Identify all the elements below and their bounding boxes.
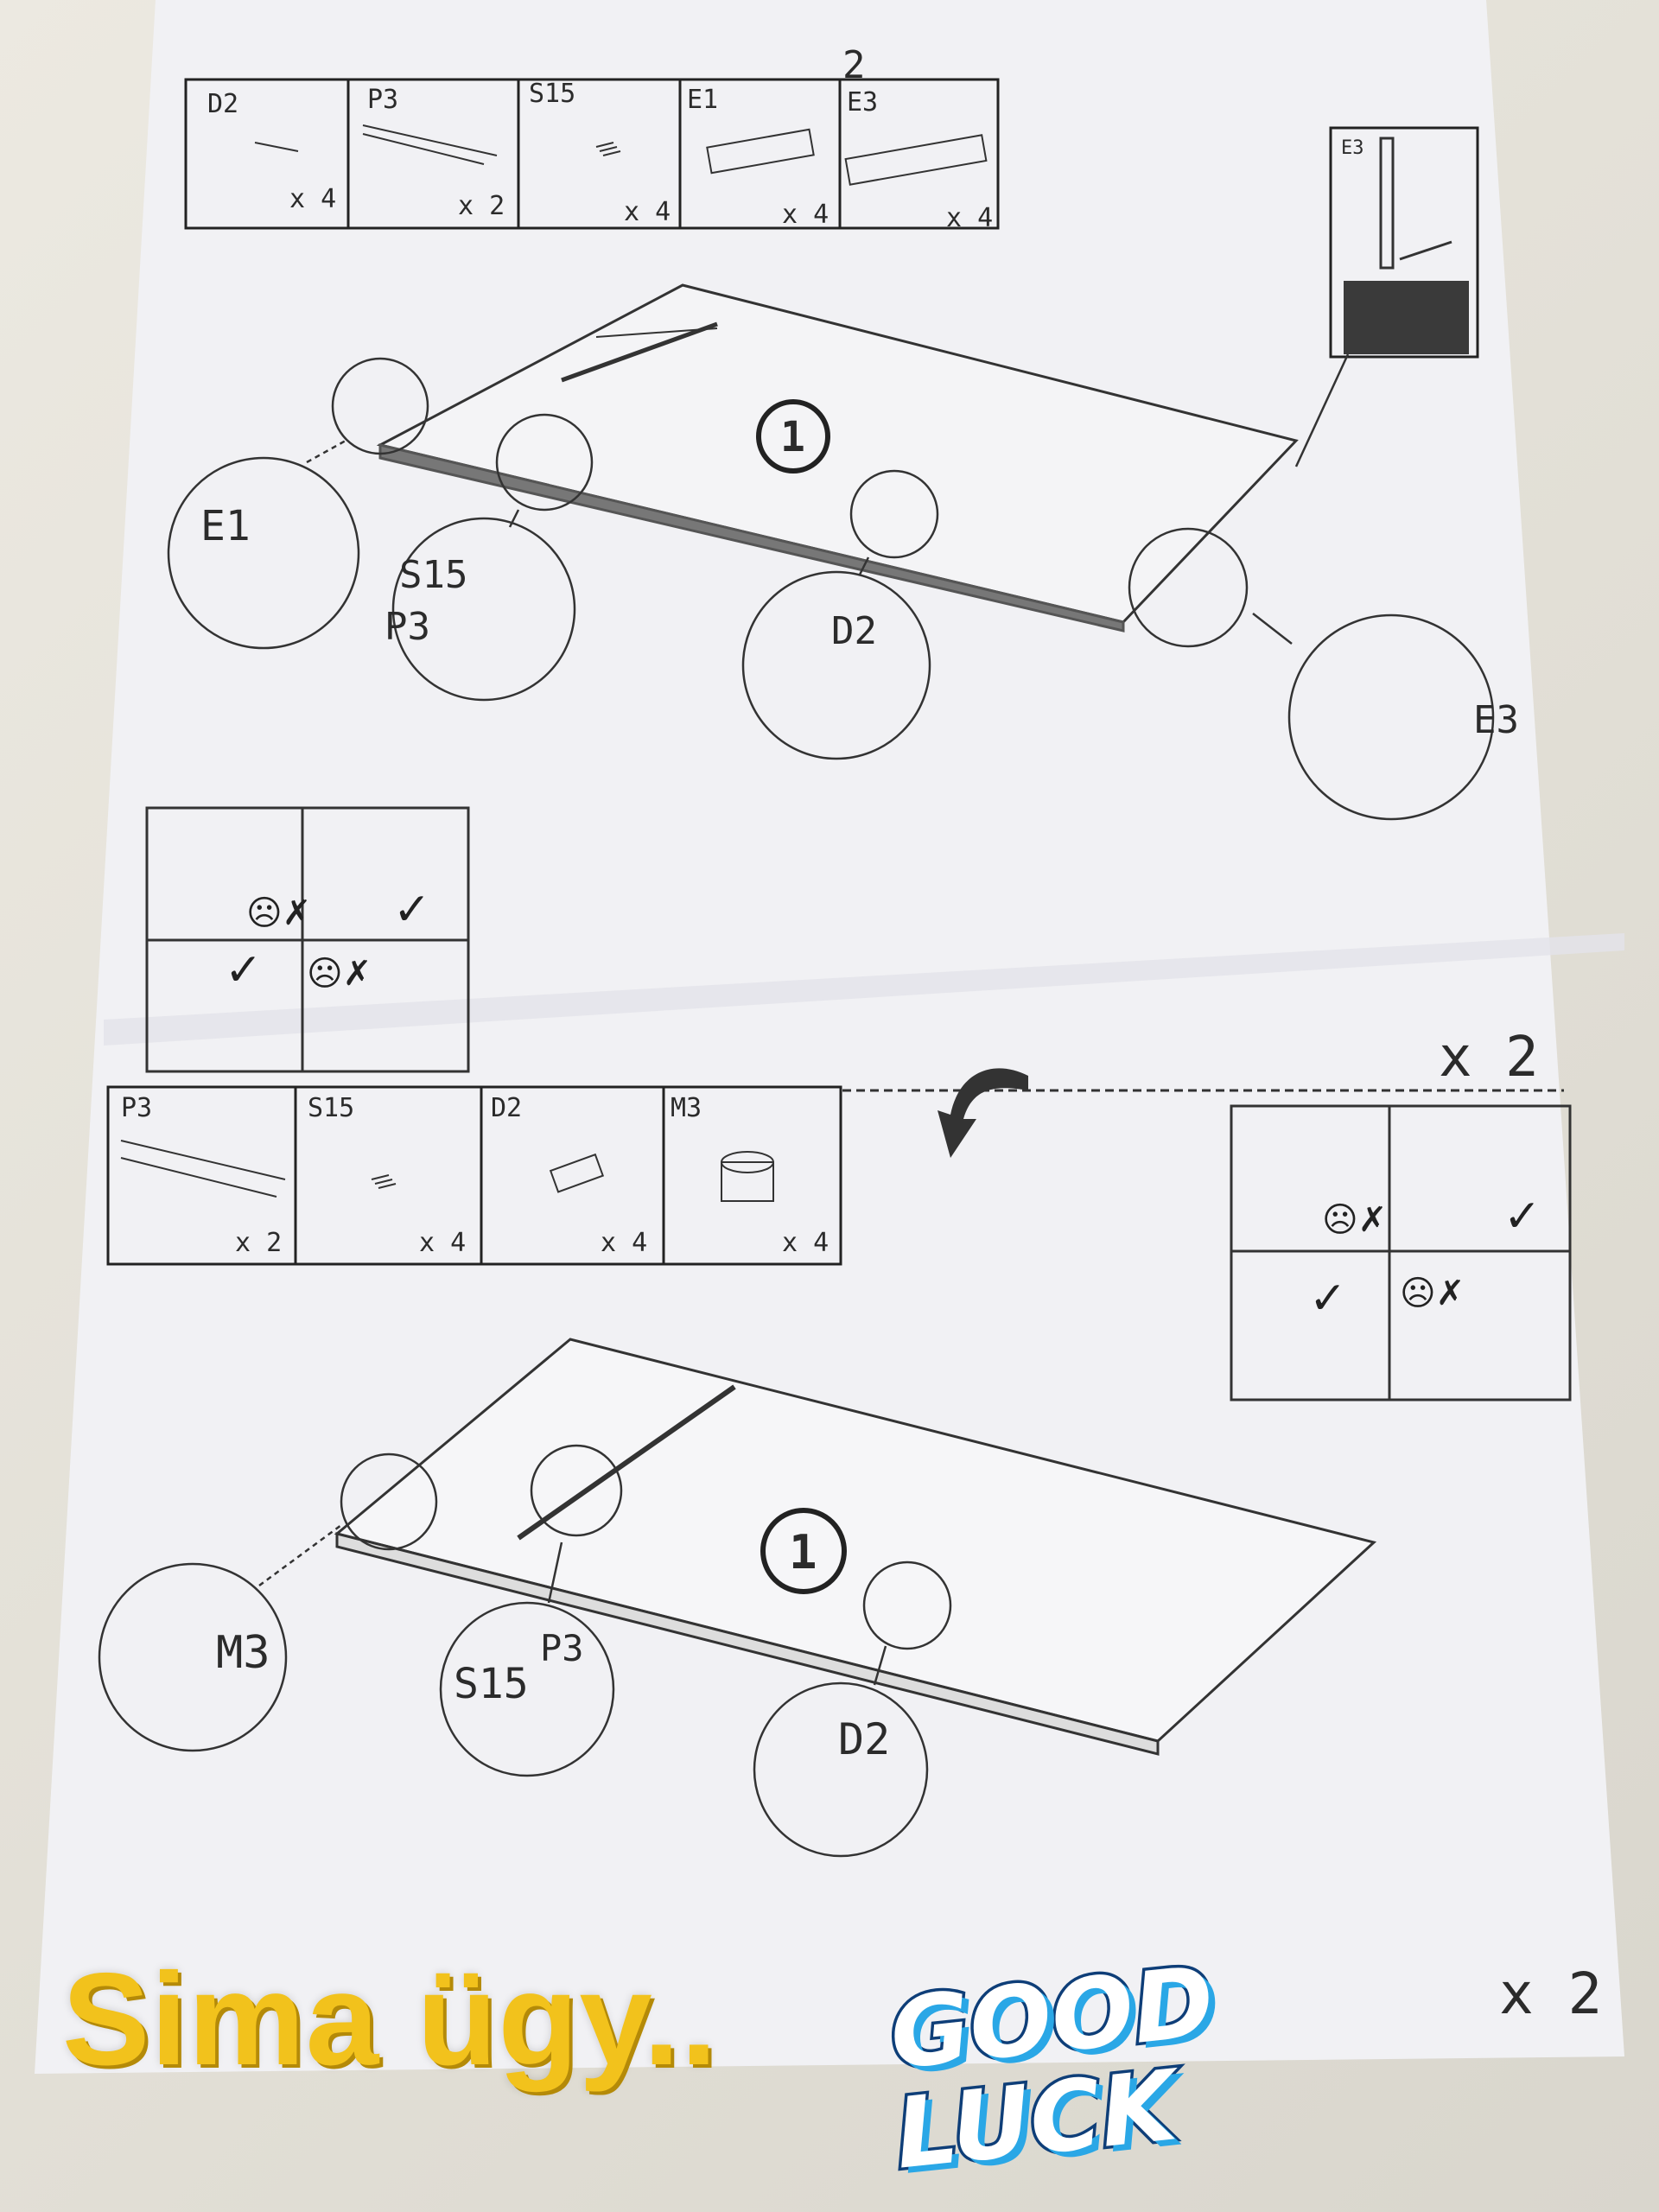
part-code-m3-b: M3 [671, 1093, 702, 1123]
svg-text:✓: ✓ [393, 884, 431, 936]
part-qty-p3-b: x 2 [235, 1228, 282, 1258]
svg-text:✓: ✓ [1309, 1273, 1347, 1325]
good-luck-sticker: GOOD LUCK [873, 1942, 1223, 2194]
detail-inset-e3: E3 [1329, 126, 1479, 359]
callout-m3-bottom: M3 [216, 1627, 270, 1679]
caption-text: Sima ügy.. [62, 1946, 718, 2093]
board-bottom [334, 1338, 1377, 1756]
part-code-d2: D2 [207, 89, 238, 119]
step-number-circle-bottom [760, 1508, 847, 1594]
svg-text:☹✗: ☹✗ [1322, 1200, 1387, 1240]
callout-s15-bottom: S15 [454, 1660, 529, 1708]
part-code-s15: S15 [529, 79, 575, 109]
parts-table-bottom-labels: P3 x 2 S15 x 4 D2 x 4 M3 x 4 [121, 1093, 829, 1258]
callout-p3-top: P3 [385, 605, 430, 649]
paper-fold-shadow [104, 933, 1624, 1046]
svg-text:✓: ✓ [225, 944, 263, 996]
part-code-e1: E1 [687, 85, 718, 115]
step-number-top: 1 [780, 413, 805, 461]
parts-table-top-labels: D2 x 4 P3 x 2 S15 x 4 E1 x 4 E3 x 4 [207, 79, 993, 233]
sticker-line-2: LUCK [887, 2047, 1185, 2194]
svg-text:☹✗: ☹✗ [307, 954, 372, 994]
part-code-p3-b: P3 [121, 1093, 152, 1123]
svg-text:☹✗: ☹✗ [1400, 1274, 1465, 1313]
part-code-s15-b: S15 [308, 1093, 354, 1123]
part-code-p3: P3 [367, 85, 398, 115]
flip-arrow-icon [938, 1068, 1028, 1158]
part-qty-e1: x 4 [782, 200, 829, 230]
callout-e1-top: E1 [200, 502, 251, 550]
part-qty-d2: x 4 [289, 184, 336, 214]
svg-text:✓: ✓ [1503, 1191, 1541, 1243]
check-grid-top: ☹✗ ✓ ✓ ☹✗ [145, 806, 470, 1073]
part-qty-e3: x 4 [946, 203, 993, 233]
repeat-label-bottom: x 2 [1499, 1961, 1602, 2027]
part-qty-s15-b: x 4 [419, 1228, 466, 1258]
callout-p3-bottom: P3 [540, 1627, 584, 1669]
board-top [376, 283, 1299, 632]
callouts-top [167, 353, 1495, 821]
parts-top-drawings [254, 124, 988, 186]
parts-bottom-drawings [120, 1140, 774, 1202]
step-number-circle-top [756, 399, 830, 474]
part-qty-m3-b: x 4 [782, 1228, 829, 1258]
part-code-d2-b: D2 [491, 1093, 522, 1123]
parts-table-top [184, 78, 1000, 230]
parts-table-bottom [106, 1085, 842, 1266]
callouts-bottom [98, 1444, 952, 1858]
callout-s15-top: S15 [399, 553, 467, 597]
detail-inset-label: E3 [1341, 137, 1364, 159]
callout-e3-top: E3 [1473, 698, 1519, 742]
callout-d2-top: D2 [831, 609, 877, 653]
part-code-e3: E3 [847, 87, 878, 118]
step-number-bottom: 1 [789, 1525, 817, 1580]
svg-text:☹✗: ☹✗ [246, 893, 311, 933]
part-qty-s15: x 4 [624, 197, 671, 227]
callout-d2-bottom: D2 [838, 1714, 890, 1764]
repeat-label-top: x 2 [1439, 1026, 1539, 1090]
part-qty-d2-b: x 4 [601, 1228, 647, 1258]
check-grid-bottom: ☹✗ ✓ ✓ ☹✗ [1230, 1104, 1572, 1402]
part-qty-p3: x 2 [458, 191, 505, 221]
